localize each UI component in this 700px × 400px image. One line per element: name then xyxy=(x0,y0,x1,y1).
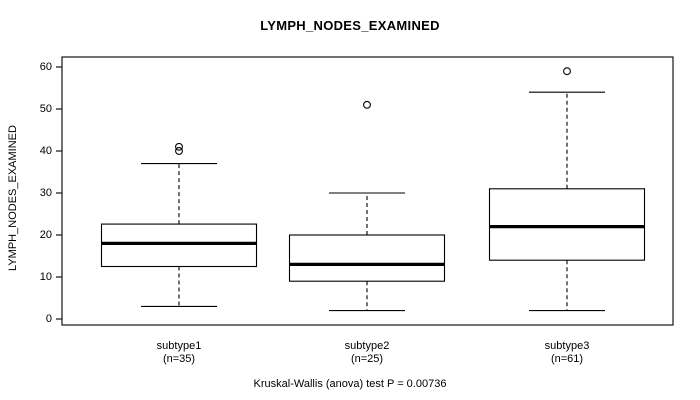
boxplot-subtype2 xyxy=(288,100,446,312)
boxplot-subtype3 xyxy=(488,67,646,312)
y-tick-label-20: 20 xyxy=(39,229,52,241)
x-category-name-subtype1: subtype1 xyxy=(156,340,202,352)
x-category-label-subtype1: subtype1 (n=35) xyxy=(99,340,259,366)
plot-frame xyxy=(61,56,674,326)
x-category-name-subtype3: subtype3 xyxy=(544,340,590,352)
y-tick-label-30: 30 xyxy=(39,187,52,199)
x-category-name-subtype2: subtype2 xyxy=(344,340,390,352)
x-category-label-subtype2: subtype2 (n=25) xyxy=(287,340,447,366)
x-category-count-subtype1: (n=35) xyxy=(162,353,196,365)
y-tick-label-40: 40 xyxy=(39,145,52,157)
x-category-label-subtype3: subtype3 (n=61) xyxy=(487,340,647,366)
boxplot-subtype1 xyxy=(100,142,258,307)
x-category-count-subtype3: (n=61) xyxy=(550,353,584,365)
page-title: LYMPH_NODES_EXAMINED xyxy=(260,18,440,33)
y-tick-label-10: 10 xyxy=(39,271,52,283)
x-category-count-subtype2: (n=25) xyxy=(350,353,384,365)
y-tick-label-50: 50 xyxy=(39,103,52,115)
statistical-test-annotation: Kruskal-Wallis (anova) test P = 0.00736 xyxy=(253,378,447,390)
y-tick-label-0: 0 xyxy=(45,313,52,325)
y-tick-label-60: 60 xyxy=(39,61,52,73)
